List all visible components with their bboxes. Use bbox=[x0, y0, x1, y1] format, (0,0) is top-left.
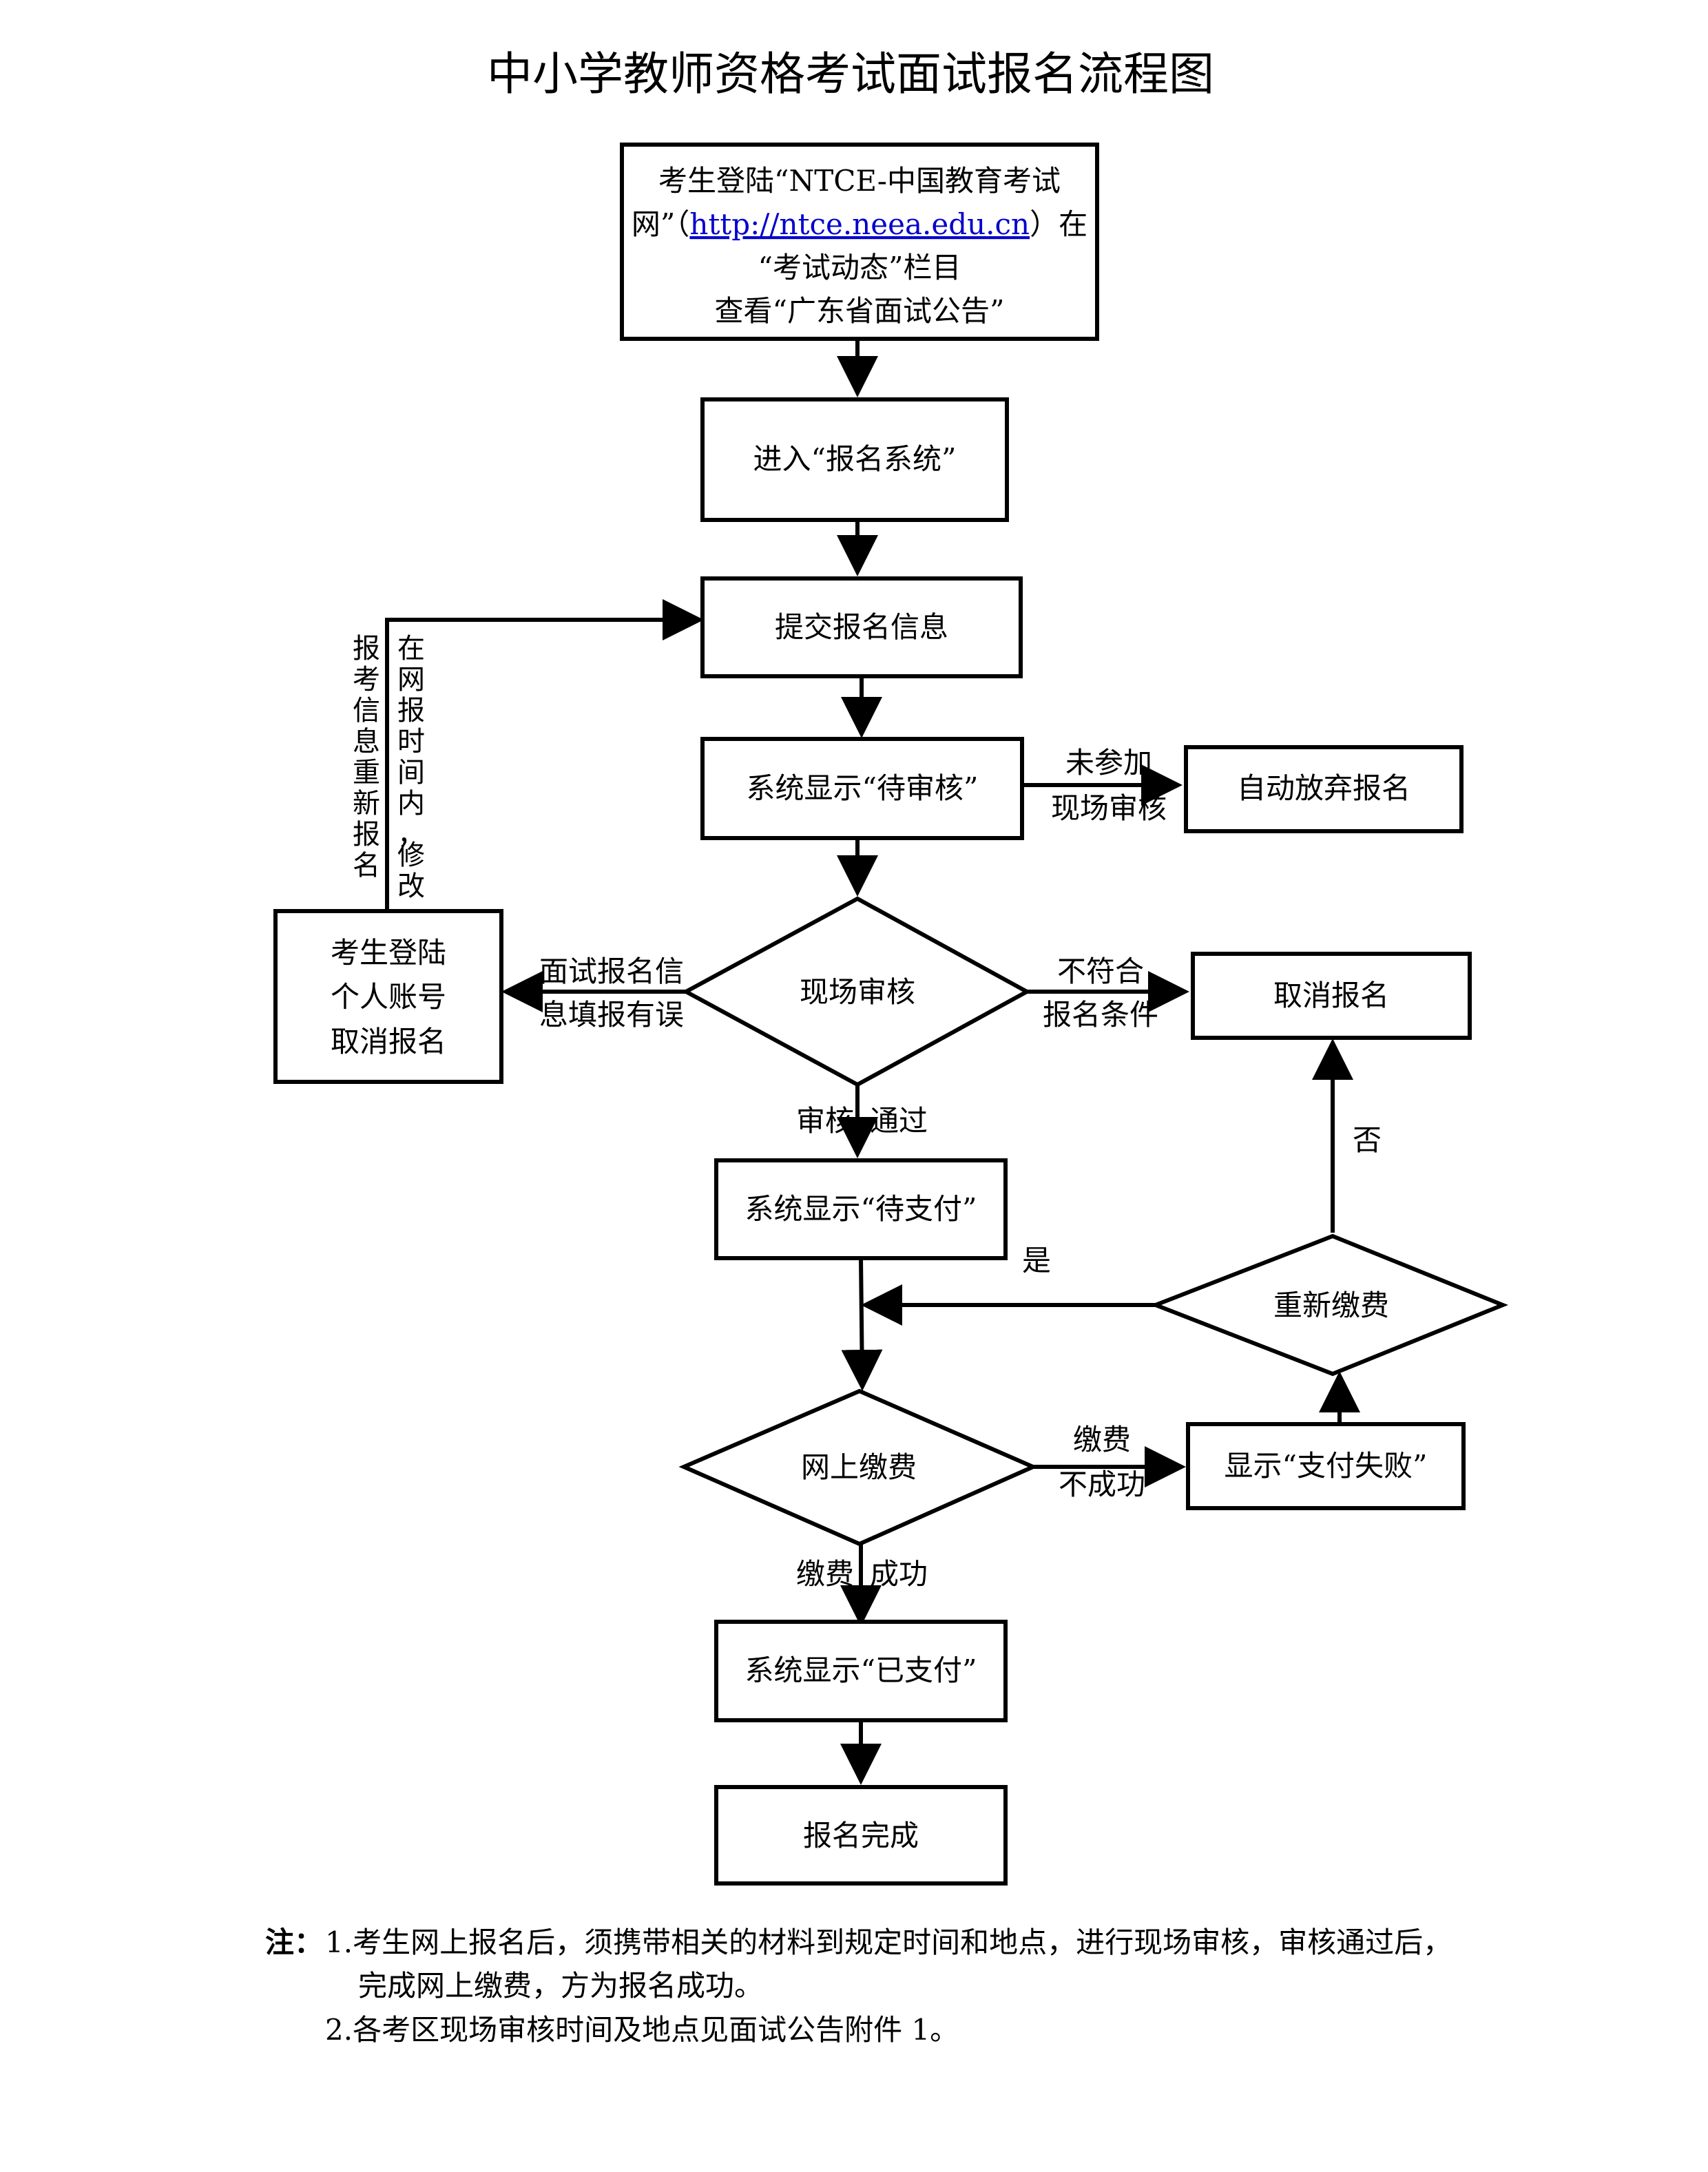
vchar: 间 bbox=[397, 757, 425, 789]
start-line2: 网”（http://ntce.neea.edu.cn）在 bbox=[632, 207, 1087, 241]
notes-prefix: 注： bbox=[265, 1925, 323, 1959]
label-no: 否 bbox=[1353, 1123, 1382, 1157]
cancel-self-line3: 取消报名 bbox=[331, 1025, 446, 1058]
label-review-pass-left: 审核 bbox=[796, 1104, 854, 1138]
node-pending-pay: 系统显示“待支付” bbox=[714, 1158, 1008, 1260]
node-done: 报名完成 bbox=[714, 1785, 1008, 1886]
online-pay-label: 网上缴费 bbox=[801, 1450, 917, 1484]
vchar: 新 bbox=[353, 788, 380, 819]
vchar: 信 bbox=[353, 695, 380, 727]
paid-label: 系统显示“已支付” bbox=[745, 1653, 977, 1687]
note-2: 2.各考区现场审核时间及地点见面试公告附件 1。 bbox=[325, 2013, 959, 2047]
node-auto-abandon: 自动放弃报名 bbox=[1184, 745, 1464, 833]
edge-labels: 未参加 现场审核 面试报名信 息填报有误 不符合 报名条件 审核 通过 否 是 … bbox=[539, 746, 1382, 1591]
node-cancel: 取消报名 bbox=[1191, 952, 1472, 1040]
node-online-pay: 网上缴费 bbox=[678, 1388, 1039, 1547]
notes: 注： 1.考生网上报名后，须携带相关的材料到规定时间和地点，进行现场审核，审核通… bbox=[265, 1925, 1452, 2047]
label-yes: 是 bbox=[1022, 1244, 1051, 1277]
vchar: 报 bbox=[397, 695, 425, 727]
cancel-self-line1: 考生登陆 bbox=[331, 936, 446, 970]
label-pay-success-right: 成功 bbox=[870, 1557, 928, 1591]
vchar: 名 bbox=[353, 850, 380, 881]
label-modify-left: 报 考 信 息 重 新 报 名 bbox=[353, 633, 380, 881]
edge-pendingpay-onlinepay bbox=[841, 1257, 883, 1391]
cancel-self-line2: 个人账号 bbox=[331, 980, 446, 1014]
done-label: 报名完成 bbox=[803, 1819, 919, 1852]
vchar: 息 bbox=[353, 726, 380, 758]
submit-label: 提交报名信息 bbox=[775, 610, 948, 644]
label-pay-fail-1: 缴费 bbox=[1073, 1423, 1131, 1456]
vchar: 内 bbox=[397, 788, 425, 819]
repay-label: 重新缴费 bbox=[1273, 1288, 1389, 1322]
vchar: 考 bbox=[353, 664, 380, 696]
node-pay-failed: 显示“支付失败” bbox=[1186, 1422, 1466, 1510]
pending-pay-label: 系统显示“待支付” bbox=[745, 1192, 977, 1226]
start-line1: 考生登陆“NTCE-中国教育考试 bbox=[658, 164, 1061, 198]
pay-failed-label: 显示“支付失败” bbox=[1225, 1449, 1428, 1483]
pending-review-label: 系统显示“待审核” bbox=[747, 771, 979, 805]
label-pay-fail-2: 不成功 bbox=[1059, 1468, 1145, 1501]
vchar: 重 bbox=[353, 757, 380, 789]
node-paid: 系统显示“已支付” bbox=[714, 1620, 1008, 1722]
note-1-line2: 完成网上缴费，方为报名成功。 bbox=[358, 1969, 763, 2003]
onsite-review-label: 现场审核 bbox=[800, 975, 915, 1009]
node-pending-review: 系统显示“待审核” bbox=[700, 737, 1024, 840]
vchar: ， bbox=[397, 819, 425, 850]
node-repay: 重新缴费 bbox=[1149, 1233, 1508, 1377]
label-not-attend-2: 现场审核 bbox=[1051, 791, 1167, 825]
start-line4: 查看“广东省面试公告” bbox=[715, 294, 1005, 328]
label-not-qualified-1: 不符合 bbox=[1057, 954, 1144, 988]
vchar: 修 bbox=[397, 839, 425, 871]
note-1-line1: 1.考生网上报名后，须携带相关的材料到规定时间和地点，进行现场审核，审核通过后， bbox=[325, 1925, 1452, 1959]
label-not-qualified-2: 报名条件 bbox=[1043, 998, 1158, 1032]
vchar: 在 bbox=[397, 633, 425, 665]
label-modify-right: 在 网 报 时 间 内 ， 修 改 bbox=[397, 633, 425, 902]
node-enter: 进入“报名系统” bbox=[700, 397, 1009, 522]
auto-abandon-label: 自动放弃报名 bbox=[1237, 771, 1410, 805]
node-start: 考生登陆“NTCE-中国教育考试 网”（http://ntce.neea.edu… bbox=[620, 143, 1099, 341]
enter-label: 进入“报名系统” bbox=[753, 442, 957, 476]
label-info-error-2: 息填报有误 bbox=[539, 998, 684, 1032]
node-onsite-review: 现场审核 bbox=[681, 896, 1032, 1087]
vchar: 时 bbox=[397, 726, 425, 758]
label-info-error-1: 面试报名信 bbox=[539, 954, 684, 988]
connectors bbox=[385, 339, 1360, 1785]
start-line3: “考试动态”栏目 bbox=[758, 251, 961, 284]
label-review-pass-right: 通过 bbox=[870, 1104, 928, 1138]
label-not-attend-1: 未参加 bbox=[1065, 746, 1152, 780]
start-line2-post: ）在 bbox=[1030, 207, 1087, 241]
vchar: 报 bbox=[353, 633, 380, 665]
page-title: 中小学教师资格考试面试报名流程图 bbox=[487, 48, 1214, 101]
node-submit: 提交报名信息 bbox=[700, 576, 1023, 678]
edge-cancelself-submit bbox=[385, 599, 704, 911]
vchar: 报 bbox=[353, 819, 380, 850]
label-pay-success-left: 缴费 bbox=[796, 1557, 854, 1591]
start-line2-pre: 网”（ bbox=[632, 207, 689, 241]
cancel-label: 取消报名 bbox=[1273, 979, 1389, 1012]
vchar: 改 bbox=[397, 870, 425, 902]
vchar: 网 bbox=[397, 664, 425, 696]
ntce-link[interactable]: http://ntce.neea.edu.cn bbox=[689, 207, 1030, 241]
node-cancel-self: 考生登陆 个人账号 取消报名 bbox=[273, 909, 503, 1084]
